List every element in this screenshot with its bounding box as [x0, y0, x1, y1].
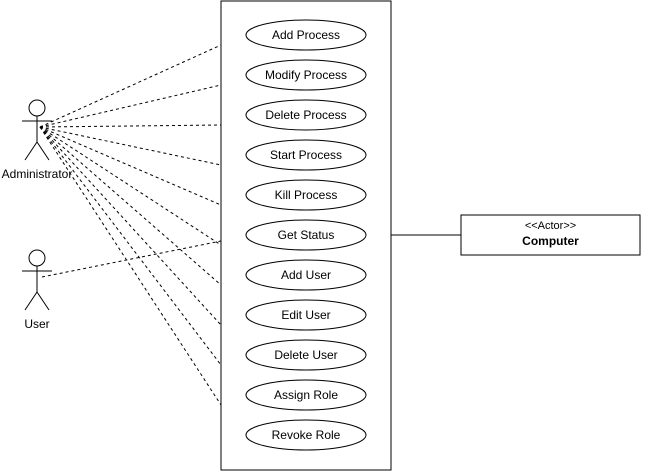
use-case-ellipse	[245, 19, 367, 51]
external-actor-box	[460, 214, 641, 256]
stick-figure-icon	[22, 249, 52, 311]
use-case-add-process[interactable]: Add Process	[245, 19, 367, 51]
use-case-ellipse	[245, 139, 367, 171]
use-case-label: Add User	[281, 268, 331, 282]
use-case-label: Get Status	[278, 228, 335, 242]
use-case-ellipse	[245, 259, 367, 291]
use-case-kill-process[interactable]: Kill Process	[245, 179, 367, 211]
use-case-delete-user[interactable]: Delete User	[245, 339, 367, 371]
association-user-get-status	[41, 240, 222, 278]
use-case-label: Start Process	[270, 148, 342, 162]
external-actor-computer[interactable]: <<Actor>> Computer	[460, 214, 641, 256]
association-administrator-start-process	[39, 126, 222, 166]
association-administrator-assign-role	[39, 126, 222, 406]
association-administrator-delete-process	[39, 124, 222, 128]
use-case-ellipse	[245, 219, 367, 251]
actor-label-administrator: Administrator	[2, 167, 73, 181]
external-actor-name: Computer	[522, 234, 579, 248]
use-case-get-status[interactable]: Get Status	[245, 219, 367, 251]
actor-administrator[interactable]: Administrator	[2, 99, 73, 181]
use-case-label: Assign Role	[274, 388, 338, 402]
association-administrator-modify-process	[39, 84, 222, 128]
use-case-edit-user[interactable]: Edit User	[245, 299, 367, 331]
use-case-label: Add Process	[272, 28, 340, 42]
association-administrator-add-user	[39, 126, 222, 286]
use-case-ellipse	[245, 299, 367, 331]
use-case-label: Kill Process	[275, 188, 338, 202]
use-case-start-process[interactable]: Start Process	[245, 139, 367, 171]
association-administrator-edit-user	[39, 126, 222, 326]
association-administrator-add-process	[39, 44, 222, 128]
use-case-label: Delete User	[274, 348, 337, 362]
use-case-delete-process[interactable]: Delete Process	[245, 99, 367, 131]
association-administrator-get-status	[39, 126, 222, 246]
use-case-ellipse	[245, 339, 367, 371]
actor-user[interactable]: User	[22, 249, 52, 331]
use-case-ellipse	[245, 379, 367, 411]
use-case-label: Delete Process	[265, 108, 346, 122]
use-case-modify-process[interactable]: Modify Process	[245, 59, 367, 91]
external-actor-stereotype: <<Actor>>	[525, 220, 576, 232]
association-lines	[39, 44, 222, 406]
use-case-ellipse	[245, 179, 367, 211]
use-case-ellipse	[245, 59, 367, 91]
use-case-label: Edit User	[281, 308, 330, 322]
actor-label-user: User	[24, 317, 49, 331]
use-case-add-user[interactable]: Add User	[245, 259, 367, 291]
use-case-ellipse	[245, 419, 367, 451]
association-administrator-delete-user	[39, 126, 222, 366]
use-case-revoke-role[interactable]: Revoke Role	[245, 419, 367, 451]
stick-figure-icon	[22, 99, 52, 161]
association-administrator-kill-process	[39, 126, 222, 206]
use-case-label: Modify Process	[265, 68, 347, 82]
use-case-label: Revoke Role	[272, 428, 341, 442]
use-case-assign-role[interactable]: Assign Role	[245, 379, 367, 411]
use-case-ellipse	[245, 99, 367, 131]
